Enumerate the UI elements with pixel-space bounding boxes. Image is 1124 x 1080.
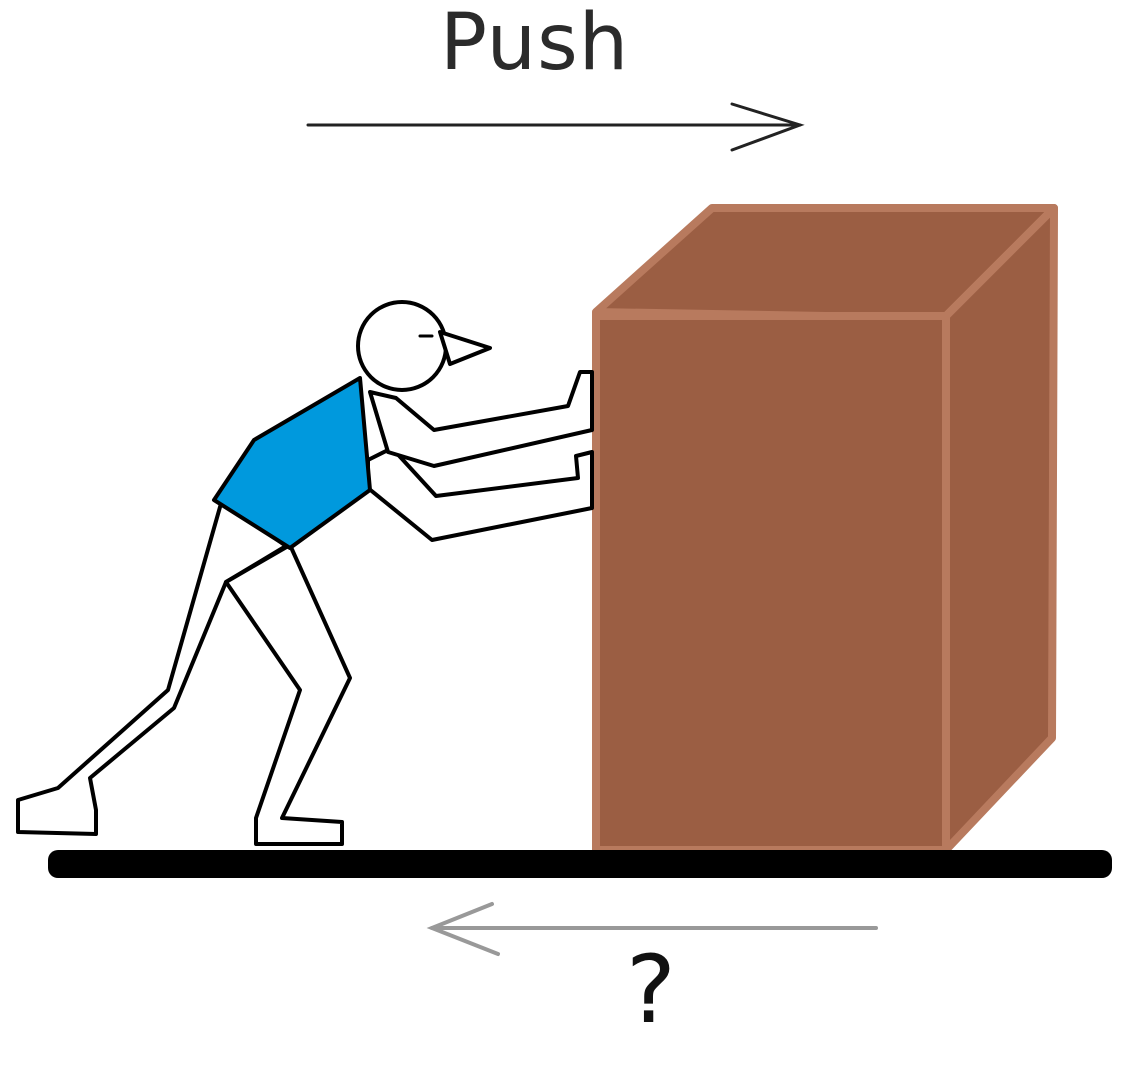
shirt bbox=[212, 376, 372, 550]
head bbox=[356, 300, 448, 392]
unknown-force-arrow bbox=[426, 902, 878, 956]
ground bbox=[48, 850, 1112, 878]
upper-arm bbox=[368, 370, 594, 468]
box-front-face bbox=[592, 312, 950, 854]
person bbox=[16, 300, 594, 846]
front-leg bbox=[224, 543, 352, 846]
push-label: Push bbox=[440, 0, 630, 88]
lower-arm bbox=[366, 446, 594, 542]
nose bbox=[438, 330, 492, 366]
box-side-face bbox=[940, 204, 1058, 854]
unknown-force-label: ? bbox=[626, 936, 676, 1045]
box bbox=[592, 204, 1058, 854]
push-force-arrow bbox=[306, 102, 805, 152]
back-leg bbox=[16, 498, 288, 836]
